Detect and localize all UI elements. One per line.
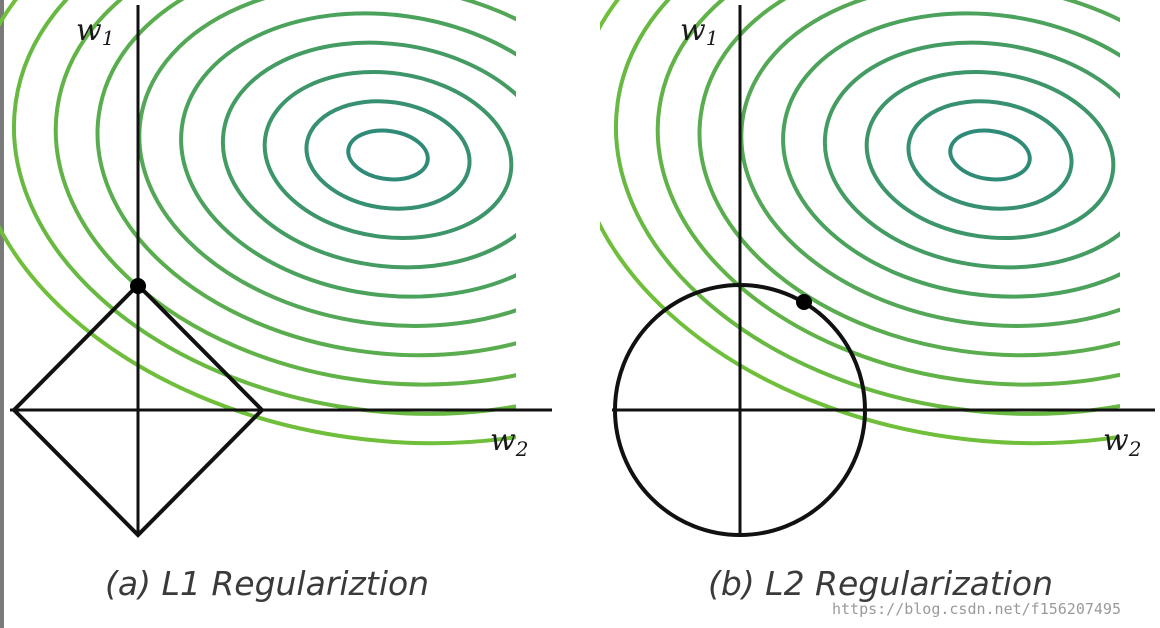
caption-l1: (a) L1 Regulariztion	[105, 564, 429, 603]
contour-ring-l1-2	[304, 99, 472, 211]
contour-ring-l1-6	[137, 0, 516, 328]
contour-ring-l1-7	[95, 0, 516, 358]
contour-ring-l2-1	[948, 128, 1032, 182]
w1-label-l1: w1	[76, 13, 114, 50]
contour-ring-l2-8	[655, 0, 1120, 387]
contour-ring-l1-9	[11, 0, 516, 416]
contour-ring-l2-10	[600, 0, 1120, 446]
contour-ring-l1-1	[346, 128, 430, 182]
contour-ring-l2-6	[739, 0, 1120, 328]
contour-ring-l1-4	[220, 40, 516, 270]
l2-solution-point	[796, 294, 812, 310]
w1-label-l2: w1	[680, 13, 718, 50]
panel-l2: w1 w2 (b) L2 Regularization	[600, 0, 1155, 603]
contour-ring-l1-8	[53, 0, 516, 387]
contour-ring-l2-7	[697, 0, 1120, 358]
w2-label-l2: w2	[1103, 423, 1141, 461]
caption-l2: (b) L2 Regularization	[708, 564, 1053, 603]
contour-ring-l2-4	[822, 40, 1120, 270]
contour-ring-l1-10	[0, 0, 516, 446]
w2-label-l1: w2	[490, 423, 528, 461]
l1-diamond	[11, 282, 265, 538]
panel-l1: w1 w2 (a) L1 Regulariztion	[0, 0, 552, 603]
loss-contours-l1	[0, 0, 516, 446]
watermark: https://blog.csdn.net/f156207495	[832, 600, 1121, 618]
contour-ring-l1-5	[179, 11, 516, 299]
contour-ring-l2-5	[781, 11, 1120, 299]
contour-ring-l1-3	[262, 69, 514, 241]
contour-ring-l2-2	[906, 99, 1074, 211]
l1-solution-point	[130, 278, 146, 294]
contour-ring-l2-3	[864, 69, 1116, 241]
loss-contours-l2	[600, 0, 1120, 446]
l2-circle	[613, 283, 867, 537]
